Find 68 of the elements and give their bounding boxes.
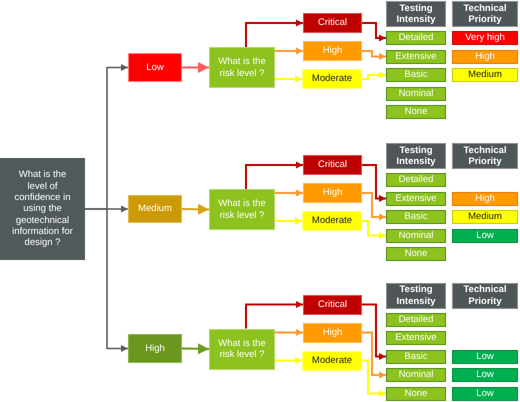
column-header: Testing Intensity: [386, 282, 446, 308]
column-header: Testing Intensity: [386, 1, 446, 27]
arrow: [182, 62, 209, 73]
confidence-level-box: High: [128, 334, 182, 363]
testing-intensity-cell: None: [386, 386, 446, 400]
technical-priority-cell: High: [452, 192, 518, 206]
arrow: [245, 301, 303, 328]
testing-intensity-cell: Basic: [386, 68, 446, 82]
arrow: [182, 204, 210, 215]
testing-intensity-cell: Extensive: [386, 331, 446, 345]
arrow: [275, 329, 303, 336]
arrow: [275, 76, 302, 82]
technical-priority-cell: Low: [452, 386, 518, 400]
arrow: [362, 192, 386, 220]
testing-intensity-cell: Nominal: [386, 86, 446, 100]
technical-priority-cell: Low: [452, 228, 518, 242]
arrow: [362, 220, 386, 239]
arrow: [362, 22, 386, 42]
testing-intensity-cell: None: [386, 247, 446, 261]
question-box: What is the level of confidence in using the geotechnical information for design ?: [0, 158, 85, 260]
column-header: Technical Priority: [452, 282, 518, 308]
testing-intensity-cell: Extensive: [386, 50, 446, 64]
risk-level-box: Moderate: [302, 350, 362, 370]
testing-intensity-cell: Nominal: [386, 368, 446, 382]
risk-level-box: Moderate: [302, 211, 362, 231]
technical-priority-cell: Low: [452, 368, 518, 382]
testing-intensity-cell: Nominal: [386, 228, 446, 242]
arrow: [275, 48, 303, 54]
testing-intensity-cell: Extensive: [386, 192, 446, 206]
arrow: [362, 164, 386, 202]
confidence-level-box: Low: [128, 53, 182, 82]
arrow: [245, 162, 303, 189]
arrow: [275, 218, 302, 224]
testing-intensity-cell: Basic: [386, 350, 446, 364]
technical-priority-cell: Medium: [452, 68, 518, 82]
decision-box: What is the risk level ?: [209, 328, 275, 370]
technical-priority-cell: Very high: [452, 31, 518, 45]
column-header: Technical Priority: [452, 1, 518, 27]
technical-priority-cell: High: [452, 50, 518, 64]
testing-intensity-cell: Detailed: [386, 312, 446, 326]
testing-intensity-cell: Detailed: [386, 173, 446, 187]
arrow: [85, 208, 128, 352]
arrow: [245, 20, 303, 47]
column-header: Technical Priority: [452, 143, 518, 169]
arrow: [275, 190, 303, 196]
confidence-level-box: Medium: [128, 195, 182, 223]
risk-level-box: High: [303, 322, 362, 342]
risk-level-box: High: [303, 41, 362, 61]
arrow: [362, 72, 386, 80]
arrow: [362, 332, 386, 378]
arrow: [362, 360, 386, 397]
decision-box: What is the risk level ?: [209, 189, 275, 230]
testing-intensity-cell: Detailed: [386, 31, 446, 45]
decision-box: What is the risk level ?: [209, 47, 275, 88]
column-header: Testing Intensity: [386, 143, 446, 169]
risk-level-box: Moderate: [302, 69, 362, 89]
technical-priority-cell: Low: [452, 350, 518, 364]
testing-intensity-cell: Basic: [386, 210, 446, 224]
risk-level-box: Critical: [303, 294, 362, 314]
risk-level-box: Critical: [303, 155, 362, 175]
technical-priority-cell: Medium: [452, 210, 518, 224]
arrow: [182, 343, 210, 354]
arrow: [362, 50, 386, 60]
testing-intensity-cell: None: [386, 105, 446, 119]
risk-level-box: Critical: [303, 13, 362, 33]
arrow: [362, 304, 386, 360]
arrow: [275, 357, 302, 364]
risk-level-box: High: [303, 183, 362, 203]
